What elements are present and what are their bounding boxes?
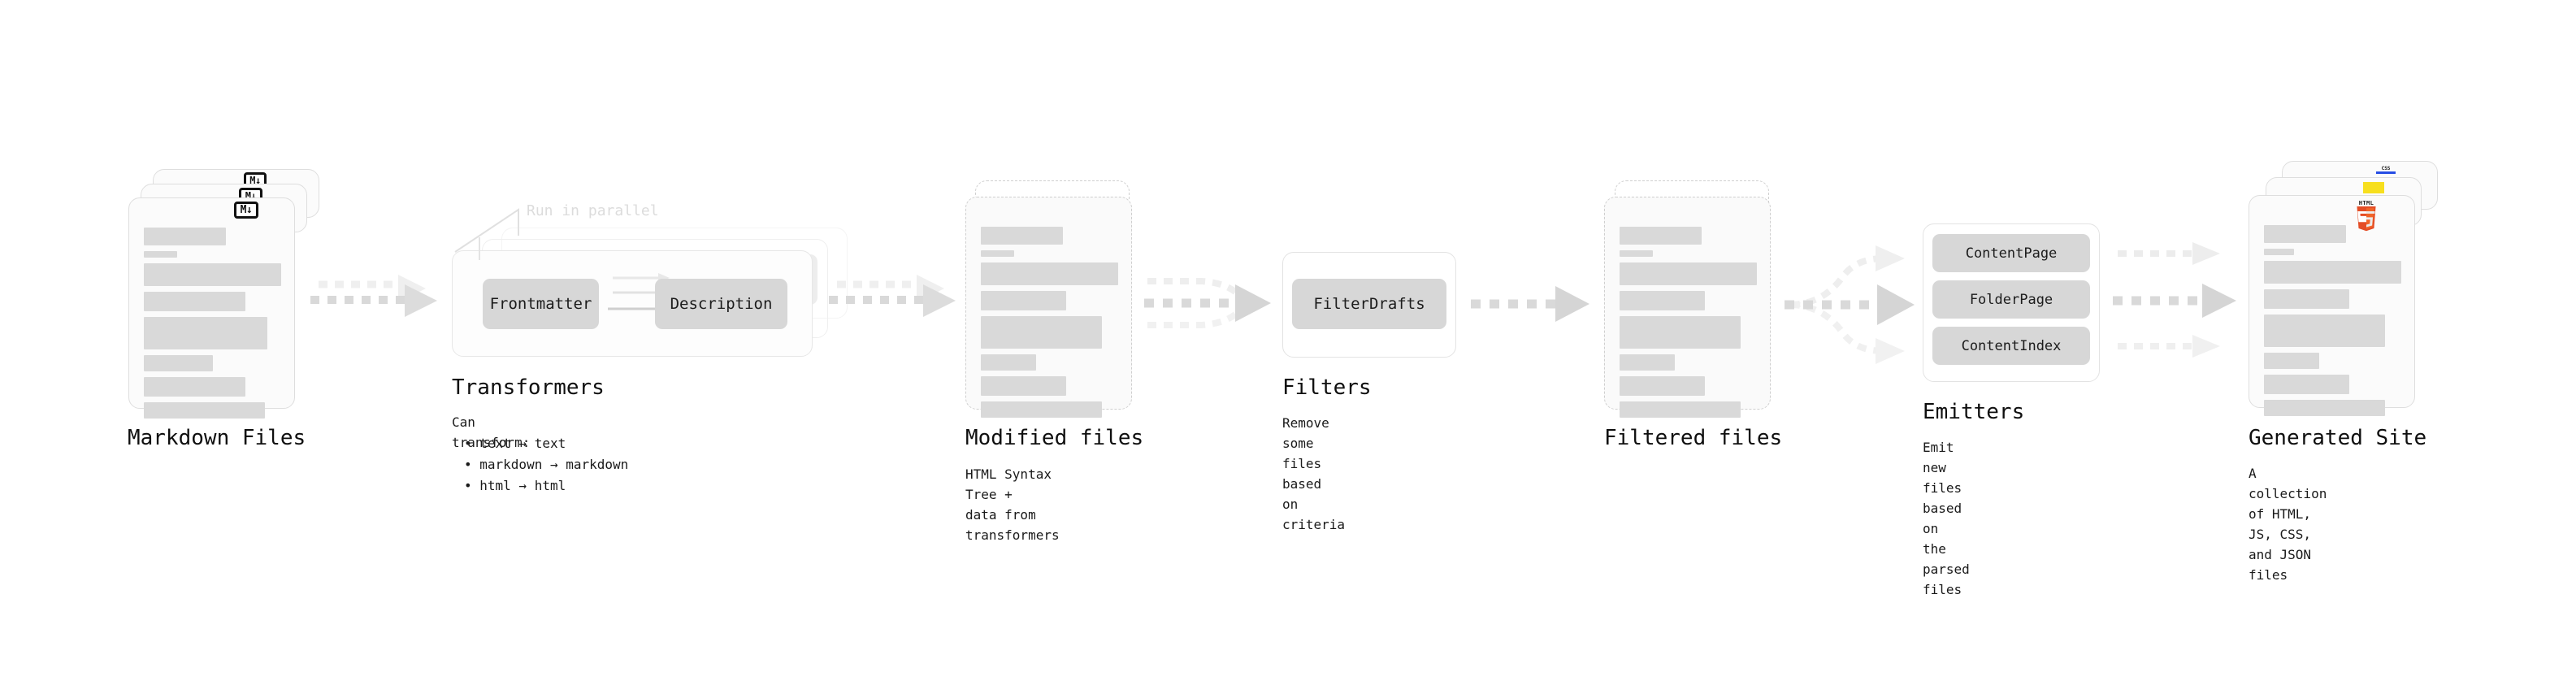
skeleton-bar <box>144 263 281 286</box>
skeleton-bar <box>144 317 268 349</box>
skeleton-bar <box>1620 291 1705 310</box>
skeleton-bar <box>144 377 246 397</box>
transformer-description-pill[interactable]: Description <box>655 279 787 329</box>
arrow-transformers-to-modified-files <box>829 275 956 317</box>
skeleton-bar <box>144 292 246 311</box>
run-in-parallel-annotation: Run in parallel <box>527 202 659 219</box>
generated-site-subtitle: A collection of HTML, JS, CSS, and JSON … <box>2249 466 2327 583</box>
arrow-emitters-to-generated-site <box>2113 242 2236 358</box>
filters-subtitle: Remove some files based on criteria <box>1282 415 1346 532</box>
skeleton-bar <box>2264 375 2349 394</box>
stage-title-modified-files: Modified files <box>965 426 1144 450</box>
skeleton-bar <box>2264 289 2349 309</box>
stage-title-transformers: Transformers <box>452 375 605 400</box>
file-content-skeleton <box>2264 225 2401 416</box>
skeleton-bar <box>981 376 1066 396</box>
bullet-item: • html → html <box>464 478 566 493</box>
html5-badge-label: HTML <box>2358 200 2374 206</box>
run-in-parallel-leader-line <box>454 208 519 260</box>
bullet-item: • text → text <box>464 436 566 451</box>
stage-title-generated-site: Generated Site <box>2249 426 2427 450</box>
transformers-intro: Can transform: <box>452 414 531 450</box>
skeleton-bar <box>144 355 213 371</box>
js-badge <box>2363 182 2384 193</box>
generated-file-card-front <box>2249 195 2415 416</box>
skeleton-bar <box>981 354 1036 371</box>
skeleton-bar <box>144 228 227 245</box>
skeleton-bar <box>1620 262 1757 285</box>
modified-files-subtitle: HTML Syntax Tree + data from transformer… <box>965 466 1060 543</box>
skeleton-bar <box>981 227 1064 245</box>
skeleton-bar <box>1620 250 1653 257</box>
transformer-frontmatter-pill[interactable]: Frontmatter <box>483 279 599 329</box>
stage-title-emitters: Emitters <box>1923 400 2025 424</box>
filter-filterdrafts-label: FilterDrafts <box>1313 295 1425 313</box>
skeleton-bar <box>981 250 1014 257</box>
emitters-subtitle: Emit new files based on the parsed files <box>1923 440 1970 597</box>
skeleton-bar <box>981 316 1102 349</box>
transformer-frontmatter-label: Frontmatter <box>489 295 592 313</box>
markdown-file-card-front <box>128 197 295 419</box>
skeleton-bar <box>1620 401 1741 418</box>
skeleton-bar <box>981 401 1102 418</box>
transformer-description-label: Description <box>670 295 773 313</box>
markdown-badge-text: M↓ <box>240 204 253 216</box>
skeleton-bar <box>144 402 265 419</box>
arrow-filters-to-filtered-files <box>1471 286 1589 322</box>
emitter-contentindex-label: ContentIndex <box>1961 337 2062 354</box>
emitter-contentpage-pill[interactable]: ContentPage <box>1932 234 2090 272</box>
css-badge: CSS <box>2376 166 2396 176</box>
skeleton-bar <box>1620 376 1705 396</box>
modified-file-card-front <box>965 197 1132 418</box>
skeleton-bar <box>144 251 177 258</box>
skeleton-bar <box>2264 353 2319 369</box>
stage-title-filters: Filters <box>1282 375 1372 400</box>
markdown-badge-text: M↓ <box>249 174 261 186</box>
emitter-contentindex-pill[interactable]: ContentIndex <box>1932 327 2090 365</box>
emitter-contentpage-label: ContentPage <box>1965 245 2058 262</box>
file-content-skeleton <box>981 227 1118 418</box>
file-content-skeleton <box>1620 227 1757 418</box>
transformers-bullet-list: • text → text • markdown → markdown • ht… <box>452 433 628 497</box>
markdown-badge: M↓ <box>234 202 258 219</box>
skeleton-bar <box>1620 316 1741 349</box>
skeleton-bar <box>1620 354 1675 371</box>
filtered-file-card-front <box>1604 197 1771 418</box>
html5-shield-icon <box>2357 206 2376 232</box>
arrow-modified-files-to-filters <box>1144 278 1271 328</box>
skeleton-bar <box>2264 400 2385 416</box>
skeleton-bar <box>981 262 1118 285</box>
bullet-item: • markdown → markdown <box>464 457 629 472</box>
arrow-markdown-to-transformers <box>310 275 437 317</box>
file-content-skeleton <box>144 228 281 419</box>
emitter-folderpage-pill[interactable]: FolderPage <box>1932 280 2090 319</box>
css-badge-bar <box>2376 171 2396 174</box>
skeleton-bar <box>2264 261 2401 284</box>
skeleton-bar <box>1620 227 1702 245</box>
skeleton-bar <box>2264 225 2347 243</box>
stage-title-markdown-files: Markdown Files <box>128 426 306 450</box>
emitter-folderpage-label: FolderPage <box>1969 291 2053 308</box>
filter-filterdrafts-pill[interactable]: FilterDrafts <box>1292 279 1446 329</box>
skeleton-bar <box>2264 314 2385 347</box>
css-badge-label: CSS <box>2381 166 2391 171</box>
arrow-filtered-files-to-emitters <box>1785 245 1915 364</box>
skeleton-bar <box>981 291 1066 310</box>
skeleton-bar <box>2264 249 2295 255</box>
html5-badge: HTML <box>2354 200 2379 232</box>
stage-title-filtered-files: Filtered files <box>1604 426 1783 450</box>
